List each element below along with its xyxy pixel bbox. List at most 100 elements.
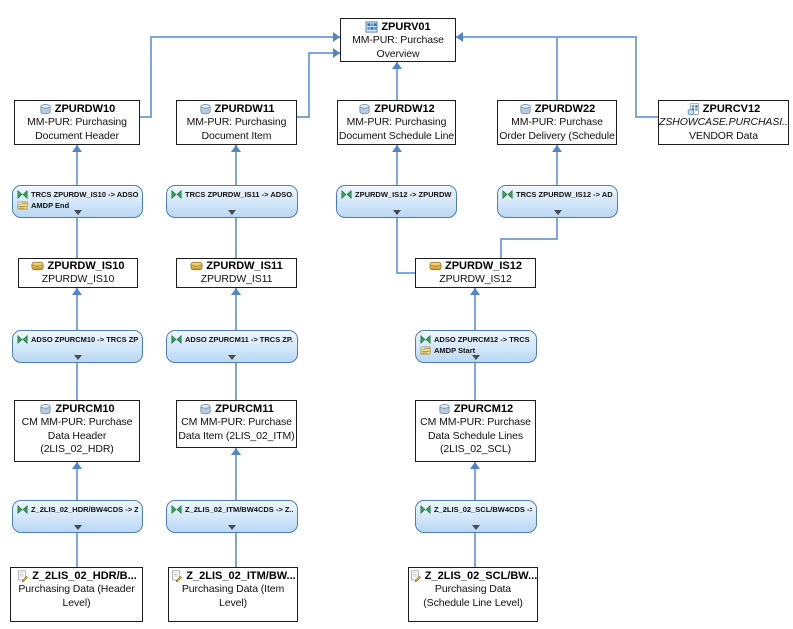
node-id: ZPURDW12	[374, 103, 435, 115]
connector-segment	[235, 448, 237, 500]
connector-segment	[556, 36, 558, 100]
connector-segment	[76, 218, 78, 258]
transformation-is11-to-dw11[interactable]: TRCS ZPURDW_IS11 -> ADSO...	[166, 185, 298, 218]
amdp-script-icon	[420, 346, 431, 355]
node-ds-z-2lis-02-hdr[interactable]: Z_2LIS_02_HDR/B... Purchasing Data (Head…	[10, 567, 143, 622]
connector-segment	[297, 116, 310, 118]
node-zpurcm12[interactable]: ZPURCM12 CM MM-PUR: Purchase Data Schedu…	[415, 400, 536, 462]
connector-arrowhead	[72, 145, 82, 152]
expand-chevron-icon[interactable]	[228, 525, 236, 530]
connector-segment	[396, 218, 398, 274]
node-zpurdw11[interactable]: ZPURDW11 MM-PUR: Purchasing Document Ite…	[176, 100, 297, 145]
transformation-icon	[17, 335, 28, 344]
connector-arrowhead	[552, 145, 562, 152]
composite-provider-icon	[365, 21, 378, 33]
transformation-icon	[171, 505, 182, 514]
connector-segment	[140, 116, 152, 118]
transformation-cm10-to-is10[interactable]: ADSO ZPURCM10 -> TRCS ZP...	[12, 330, 143, 363]
node-zpurdw-is12[interactable]: ZPURDW_IS12 ZPURDW_IS12	[415, 258, 536, 288]
connector-segment	[76, 363, 78, 400]
connector-segment	[396, 145, 398, 185]
infosource-icon	[429, 260, 442, 272]
connector-segment	[308, 52, 310, 118]
transformation-is12-to-dw12[interactable]: ZPURDW_IS12 -> ZPURDW12	[336, 185, 457, 218]
connector-segment	[396, 272, 417, 274]
connector-arrowhead	[231, 145, 241, 152]
node-ds-z-2lis-02-scl[interactable]: Z_2LIS_02_SCL/BW... Purchasing Data (Sch…	[408, 567, 538, 622]
connector-arrowhead	[470, 288, 480, 295]
transformation-icon	[341, 190, 352, 199]
node-zpurv01[interactable]: ZPURV01 MM-PUR: Purchase Overview	[340, 18, 456, 62]
node-id: ZPURDW11	[214, 103, 275, 115]
transformation-icon	[171, 190, 182, 199]
transformation-icon	[17, 190, 28, 199]
node-zpurdw-is10[interactable]: ZPURDW_IS10 ZPURDW_IS10	[18, 258, 138, 288]
connector-arrowhead	[470, 462, 480, 469]
transformation-is10-to-dw10[interactable]: TRCS ZPURDW_IS10 -> ADSO... AMDP End	[12, 185, 143, 218]
transformation-label: TRCS ZPURDW_IS12 -> ADSO...	[516, 190, 613, 199]
node-id: ZPURDW_IS10	[47, 260, 125, 272]
connector-arrowhead	[333, 32, 340, 42]
connector-segment	[235, 218, 237, 258]
node-desc: ZPURDW_IS12	[439, 273, 512, 285]
transformation-cm11-to-is11[interactable]: ADSO ZPURCM11 -> TRCS ZP...	[166, 330, 298, 363]
expand-chevron-icon[interactable]	[472, 525, 480, 530]
transformation-label: TRCS ZPURDW_IS10 -> ADSO...	[31, 190, 138, 199]
connector-segment	[474, 533, 476, 567]
transformation-label: AMDP Start	[434, 346, 476, 355]
connector-arrowhead	[333, 48, 340, 58]
node-desc: VENDOR Data	[689, 129, 758, 142]
transformation-cm12-to-is12[interactable]: ADSO ZPURCM12 -> TRCS ZP... AMDP Start	[415, 330, 537, 363]
node-id: ZPURCM12	[453, 403, 514, 415]
expand-chevron-icon[interactable]	[472, 355, 480, 360]
node-id: ZPURDW22	[534, 103, 596, 115]
node-id: Z_2LIS_02_HDR/B...	[32, 570, 137, 582]
node-desc: ZPURDW_IS11	[200, 273, 273, 285]
expand-chevron-icon[interactable]	[228, 355, 236, 360]
expand-chevron-icon[interactable]	[73, 525, 82, 530]
connector-segment	[235, 363, 237, 400]
node-desc: Purchasing Data (Item Level)	[181, 583, 285, 609]
connector-segment	[235, 145, 237, 185]
expand-chevron-icon[interactable]	[553, 210, 562, 215]
datasource-icon	[409, 570, 422, 582]
node-zpurdw-is11[interactable]: ZPURDW_IS11 ZPURDW_IS11	[176, 258, 297, 288]
node-desc: Purchasing Data (Header Level)	[18, 583, 135, 609]
connector-segment	[500, 238, 558, 240]
transformation-itm-to-cm11[interactable]: Z_2LIS_02_ITM/BW4CDS -> Z...	[166, 500, 298, 533]
adso-icon	[39, 403, 52, 415]
node-id: ZPURCM11	[215, 403, 274, 415]
transformation-scl-to-cm12[interactable]: Z_2LIS_02_SCL/BW4CDS -> Z...	[415, 500, 537, 533]
infosource-icon	[190, 260, 203, 272]
transformation-icon	[171, 335, 182, 344]
connector-segment	[76, 145, 78, 185]
connector-arrowhead	[72, 462, 82, 469]
connector-arrowhead	[231, 448, 241, 455]
node-desc: MM-PUR: Purchase Order Delivery (Schedul…	[499, 116, 615, 144]
node-zpurcv12[interactable]: ZPURCV12 ZSHOWCASE.PURCHASI... VENDOR Da…	[658, 100, 789, 145]
expand-chevron-icon[interactable]	[73, 210, 82, 215]
node-zpurdw10[interactable]: ZPURDW10 MM-PUR: Purchasing Document Hea…	[14, 100, 140, 145]
expand-chevron-icon[interactable]	[73, 355, 82, 360]
node-zpurcm10[interactable]: ZPURCM10 CM MM-PUR: Purchase Data Header…	[14, 400, 140, 462]
expand-chevron-icon[interactable]	[228, 210, 236, 215]
connector-arrowhead	[392, 62, 402, 69]
transformation-hdr-to-cm10[interactable]: Z_2LIS_02_HDR/BW4CDS -> Z...	[12, 500, 143, 533]
node-zpurdw22[interactable]: ZPURDW22 MM-PUR: Purchase Order Delivery…	[497, 100, 617, 145]
connector-segment	[235, 288, 237, 330]
transformation-label: TRCS ZPURDW_IS11 -> ADSO...	[185, 190, 293, 199]
transformation-is12-to-dw22[interactable]: TRCS ZPURDW_IS12 -> ADSO...	[497, 185, 618, 218]
transformation-label: ZPURDW_IS12 -> ZPURDW12	[355, 190, 452, 199]
expand-chevron-icon[interactable]	[392, 210, 401, 215]
connector-segment	[76, 288, 78, 330]
node-ds-z-2lis-02-itm[interactable]: Z_2LIS_02_ITM/BW... Purchasing Data (Ite…	[168, 567, 298, 622]
transformation-icon	[502, 190, 513, 199]
node-zpurcm11[interactable]: ZPURCM11 CM MM-PUR: Purchase Data Item (…	[176, 400, 297, 448]
transformation-icon	[17, 505, 28, 514]
open-ods-view-icon	[687, 103, 700, 115]
connector-segment	[474, 288, 476, 330]
adso-icon	[519, 103, 532, 115]
transformation-icon	[420, 505, 431, 514]
node-zpurdw12[interactable]: ZPURDW12 MM-PUR: Purchasing Document Sch…	[337, 100, 456, 145]
node-id: Z_2LIS_02_SCL/BW...	[424, 570, 537, 582]
